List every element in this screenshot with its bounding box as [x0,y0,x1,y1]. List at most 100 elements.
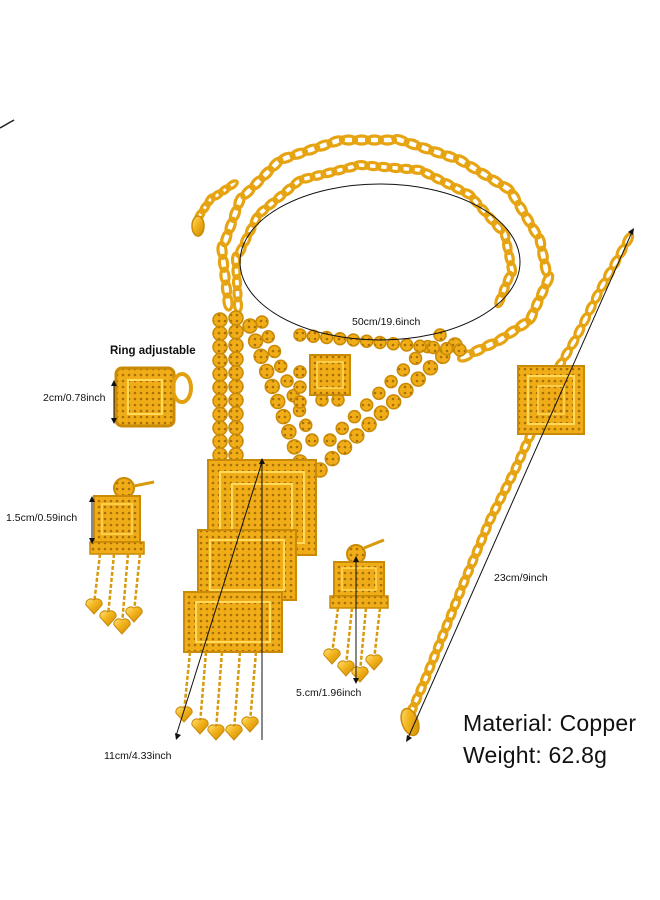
chain-link [233,192,246,211]
chain-link [514,448,527,466]
bead [335,421,349,436]
chain-link [272,190,288,204]
left-earring-tassels [85,553,143,635]
ring-size-label: 2cm/0.78inch [43,392,106,404]
chain-link [510,459,522,476]
chain-link [267,156,284,173]
chain-link [535,283,549,302]
chain-link [494,490,507,507]
chain-link [507,188,522,207]
chain-link [486,174,505,189]
chain-link [464,160,482,175]
bead [293,395,307,409]
chain-link [525,307,539,326]
chain-link [498,281,510,298]
bead [426,340,441,355]
chain-link [530,295,544,314]
heart-charm [225,724,243,741]
chain-link [504,249,515,267]
chain-link [476,202,491,218]
tassel-chain [132,553,142,613]
chain-link [231,262,242,280]
pendant-length-line [175,461,263,737]
material-text: Material: Copper [463,710,637,736]
chain-tag [191,215,205,237]
bead [212,325,228,342]
chain-link [449,595,462,613]
chain-link [240,184,256,200]
heart-charm [85,598,103,615]
chain-link [502,270,515,288]
tassel-chain [232,651,242,731]
chain-link [468,194,483,210]
chain-link [375,161,393,173]
chain-link [309,170,327,181]
bead [270,393,286,410]
chain-link [503,324,521,340]
chain-link [440,150,460,163]
bead [212,420,228,436]
bead [299,418,313,432]
bead [228,419,244,436]
chain-link [298,172,316,184]
heart-charm [125,606,143,623]
chain-link [255,204,270,219]
heart-charm [365,654,383,671]
bead [293,365,307,379]
bead [274,359,288,373]
chain-link [277,151,296,165]
chain-link [441,616,453,634]
bead [267,344,282,359]
bead [293,380,307,394]
chain-link [217,184,232,196]
bead [386,337,401,351]
arrow-heads [89,228,634,742]
chain-link [225,179,239,191]
chain-link [537,245,549,265]
chain-link [489,500,502,517]
chain-link [199,200,211,215]
bead [453,343,467,357]
heart-charm [113,618,131,635]
bead [346,333,361,347]
tassel-chain [248,651,258,723]
chain-link [219,266,231,286]
earring-size-label: 1.5cm/0.59inch [6,512,78,524]
bead [359,334,374,348]
tassel-chain [214,651,224,731]
bracelet-length-line [407,231,633,739]
bead [212,366,228,382]
chain-link [217,253,230,273]
corner-line [0,119,15,129]
chain-link [453,584,466,602]
chain-link [467,553,479,570]
bead [324,450,341,467]
bead [264,378,280,395]
chain-link [534,232,547,252]
chain-link [429,172,446,185]
bead [242,318,258,334]
chain-link [432,638,445,655]
chain-link [342,161,360,173]
chain-link [541,271,555,290]
bead [398,382,414,399]
chain-link [352,159,371,171]
pendant-squares [183,459,317,653]
chain-link [326,135,346,148]
chain-link [220,228,233,248]
chain-link [338,134,359,146]
bead [373,335,387,350]
bead [228,351,244,367]
left-earring [89,477,155,555]
chain-length-label: 50cm/19.6inch [352,316,421,328]
chain-link [204,193,216,208]
bead [212,312,228,328]
pendant-tassels [175,651,259,741]
chain-link [499,480,512,497]
chain-link [439,177,456,190]
chain-link [232,285,243,303]
tassel-chain [198,651,208,725]
heart-charm [207,724,225,741]
bead [212,406,228,423]
